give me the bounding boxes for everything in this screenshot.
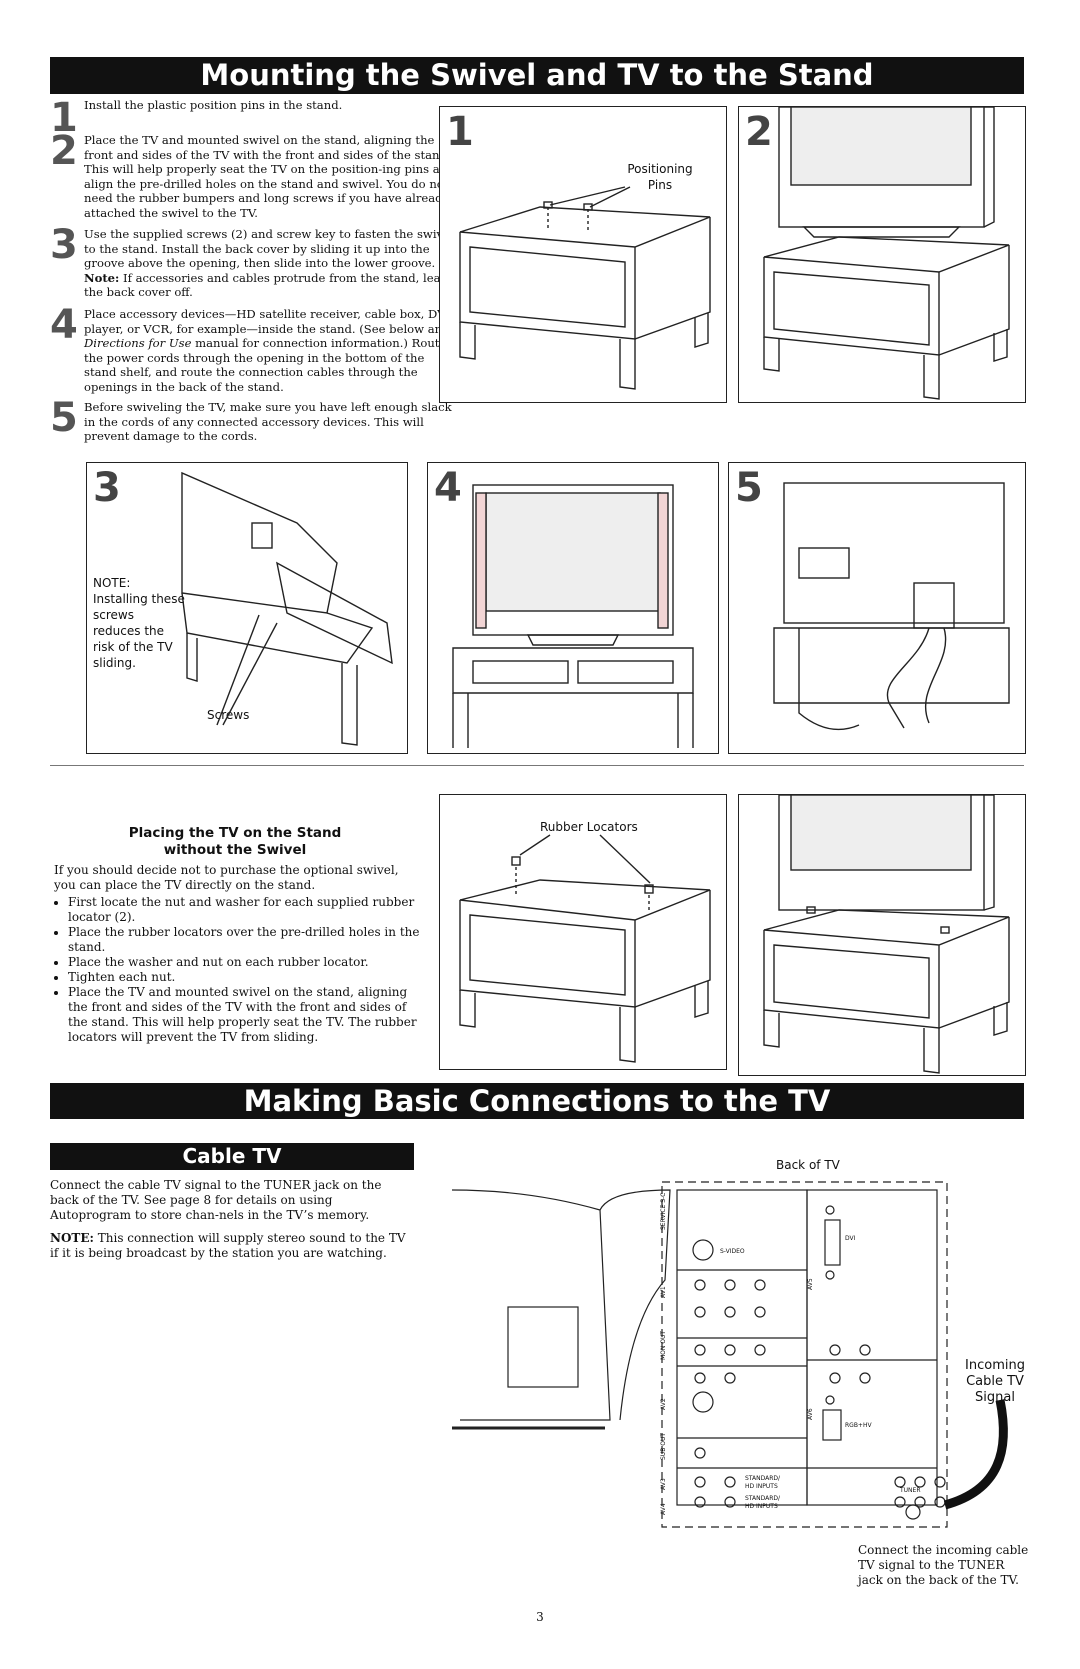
step-text: Before swiveling the TV, make sure you h… [84, 400, 452, 444]
note-text: If accessories and cables protrude from … [84, 270, 454, 300]
section-divider [50, 765, 1024, 766]
av1-label: AV1 [660, 1286, 667, 1298]
no-swivel-heading-1: Placing the TV on the Stand [128, 825, 342, 841]
av3-label: AV3 [660, 1478, 667, 1490]
mon-out-label: MON OUT [660, 1331, 667, 1360]
illustration-panel-rubber-locators: Rubber Locators [439, 794, 727, 1070]
hd-inputs-label-2: HD INPUTS [745, 1503, 778, 1510]
section-title-mounting: Mounting the Swivel and TV to the Stand [50, 57, 1024, 94]
list-item: Place the rubber locators over the pre-d… [68, 925, 420, 955]
no-swivel-section: Placing the TV on the Stand without the … [50, 825, 420, 1045]
standard-label: STANDARD/ [745, 1475, 781, 1482]
rear-cable-routing-illustration [773, 482, 1010, 731]
panel-number: 4 [434, 465, 462, 511]
stand-with-locators-illustration [459, 834, 711, 1063]
dvi-label: DVI [845, 1235, 856, 1242]
hd-inputs-label: HD INPUTS [745, 1483, 778, 1490]
sub-out-label: SUB OUT [660, 1433, 667, 1460]
list-item: First locate the nut and washer for each… [68, 895, 420, 925]
step-number: 5 [50, 395, 78, 441]
illustration-panel-1: 1 Positioning Pins [439, 106, 727, 403]
step-number: 1 [50, 95, 78, 141]
note-text: This connection will supply stereo sound… [50, 1231, 406, 1260]
step-number: 3 [50, 222, 78, 268]
swivel-back-illustration [181, 471, 393, 746]
panel-number: 3 [93, 465, 121, 511]
panel-number: 2 [745, 109, 773, 155]
page-number: 3 [536, 1610, 544, 1624]
no-swivel-intro: If you should decide not to purchase the… [54, 863, 399, 892]
subsection-title-cable-tv: Cable TV [50, 1143, 414, 1170]
standard-label-2: STANDARD/ [745, 1495, 781, 1502]
list-item: Place the TV and mounted swivel on the s… [68, 985, 420, 1045]
step-text: Install the plastic position pins in the… [84, 98, 343, 112]
panel-number: 1 [446, 109, 474, 155]
no-swivel-heading-2: without the Swivel [163, 842, 307, 858]
service-jack-label: SERVICE S-C [660, 1193, 667, 1230]
tv-with-devices-illustration [452, 484, 694, 748]
panel-number: 5 [735, 465, 763, 511]
illustration-panel-4: 4 [427, 462, 719, 754]
cable-tv-text: Connect the cable TV signal to the TUNER… [50, 1178, 414, 1269]
no-swivel-list: First locate the nut and washer for each… [50, 895, 420, 1045]
screws-note: NOTE: Installing these screws reduces th… [93, 576, 185, 670]
step-number: 2 [50, 128, 78, 174]
av4-label: AV4 [660, 1503, 667, 1515]
stand-with-pins-illustration [459, 186, 711, 390]
rubber-locators-label: Rubber Locators [540, 820, 638, 834]
list-item: Place the washer and nut on each rubber … [68, 955, 420, 970]
cable-tv-para: Connect the cable TV signal to the TUNER… [50, 1178, 382, 1222]
av5-label: AV5 [807, 1278, 814, 1290]
tuner-label: TUNER [899, 1487, 921, 1494]
manual-title: Directions for Use [84, 336, 192, 351]
step-text: Use the supplied screws (2) and screw ke… [84, 227, 454, 271]
step-number: 4 [50, 302, 78, 348]
tv-on-stand-illustration [763, 107, 1010, 400]
av6-label: AV6 [807, 1408, 814, 1420]
section-title-connections: Making Basic Connections to the TV [50, 1083, 1024, 1119]
step-text: Place the TV and mounted swivel on the s… [84, 133, 455, 220]
step-text-b: manual for connection information.) Rout… [84, 336, 447, 394]
note-label: NOTE: [50, 1231, 94, 1245]
back-of-tv-label: Back of TV [776, 1158, 840, 1172]
illustration-panel-2: 2 [738, 106, 1026, 403]
note-label: Note: [84, 270, 120, 285]
step-text-a: Place accessory devices—HD satellite rec… [84, 307, 455, 336]
incoming-signal-label: Incoming Cable TV Signal [965, 1358, 1025, 1405]
back-of-tv-diagram: SERVICE S-C S-VIDEO AV1 MON OUT AV2 SUB … [451, 1181, 1008, 1528]
illustration-panel-3: 3 NOTE: Installing these screws reduces … [86, 462, 408, 754]
av2-label: AV2 [660, 1398, 667, 1410]
rgb-hv-label: RGB+HV [845, 1422, 872, 1429]
svideo-label: S-VIDEO [720, 1248, 745, 1255]
tv-on-stand-no-swivel-illustration [763, 795, 1010, 1074]
illustration-panel-tv-no-swivel [738, 794, 1026, 1076]
list-item: Tighten each nut. [68, 970, 420, 985]
illustration-panel-5: 5 [728, 462, 1026, 754]
positioning-pins-label: Positioning Pins [627, 162, 693, 192]
tuner-caption: Connect the incoming cable TV signal to … [858, 1543, 1029, 1587]
